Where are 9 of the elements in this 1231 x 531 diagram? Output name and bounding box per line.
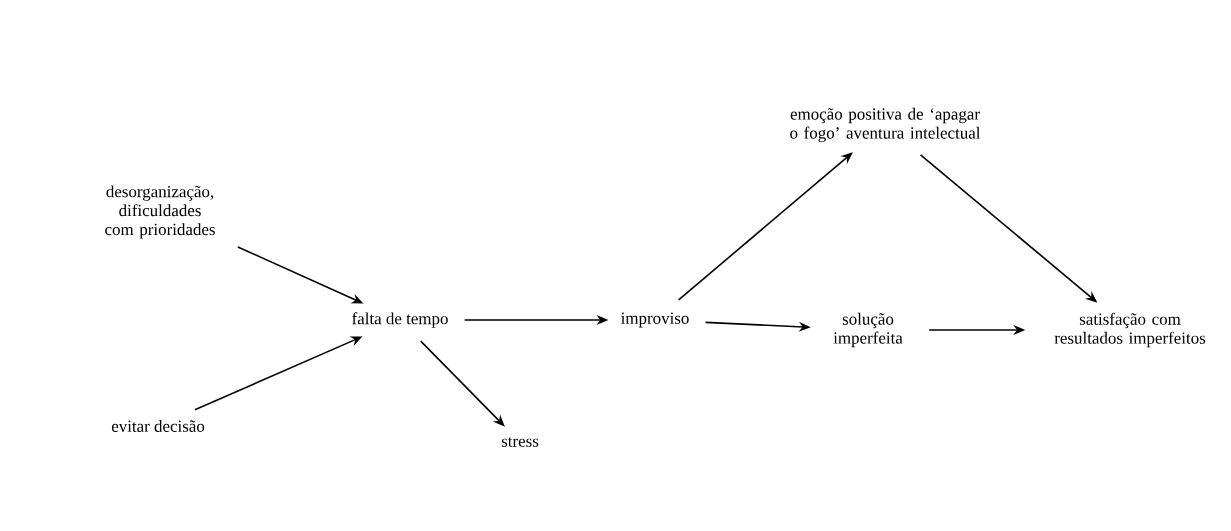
node-text: emoção positiva de ‘apagar o fogo’ aventura intelectual: [790, 107, 981, 143]
node-text: improviso: [621, 312, 689, 328]
node-text: satisfação com resultados imperfeitos: [1054, 312, 1206, 348]
node-text: falta de tempo: [352, 312, 448, 328]
node-text: evitar decisão: [111, 420, 205, 432]
node-text: desorganização, dificuldades com prioridades: [105, 185, 215, 239]
arrow: [677, 152, 853, 301]
node-text: stress: [501, 437, 539, 447]
node-text: solução imperfeita: [833, 312, 903, 348]
